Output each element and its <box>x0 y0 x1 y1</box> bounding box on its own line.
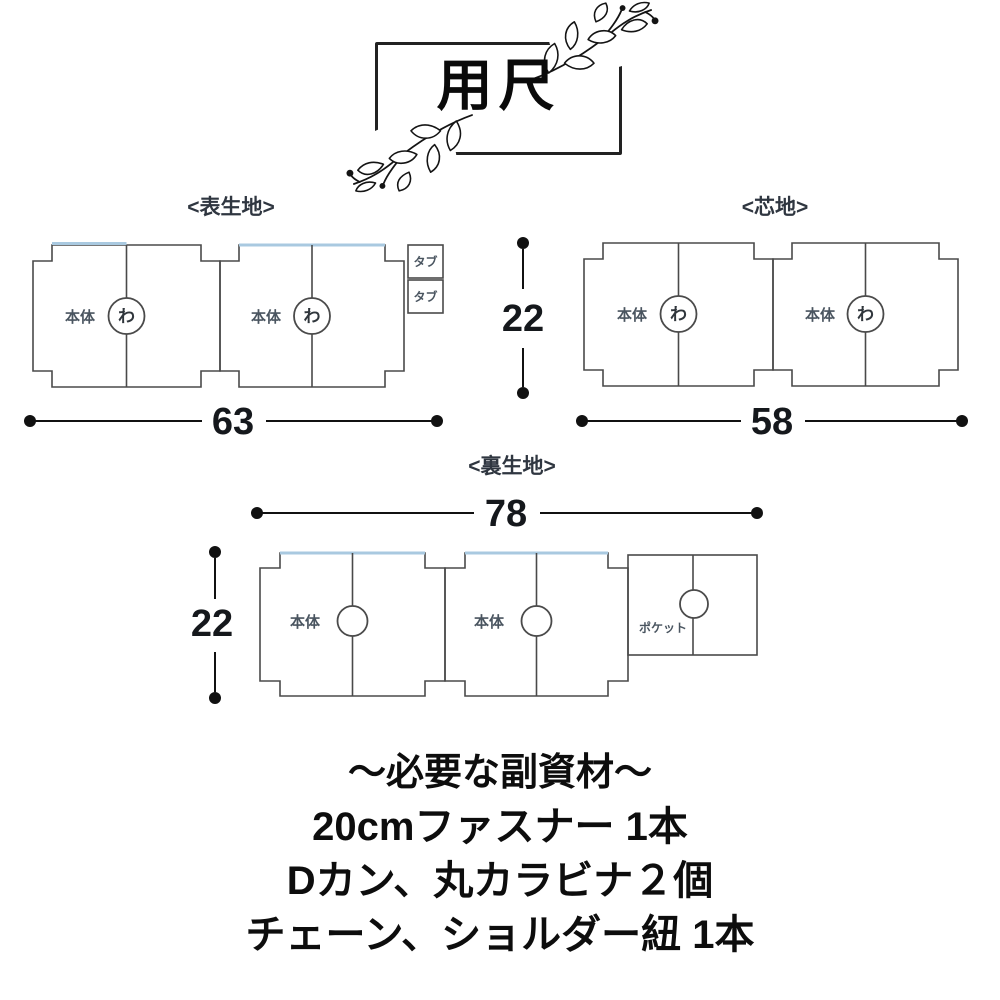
materials-heading: 〜必要な副資材〜 <box>347 752 652 794</box>
materials-section: 〜必要な副資材〜 20cmファスナー 1本 Dカン、丸カラビナ２個 チェーン、シ… <box>0 746 1000 962</box>
dimension-ura-width: 78 <box>251 493 763 535</box>
berries <box>346 169 386 189</box>
dimension-omote-height: 22 <box>502 237 544 399</box>
fold-mark-circle <box>659 295 698 333</box>
materials-item: Dカン、丸カラビナ２個 <box>286 859 714 903</box>
section-ura-label: <裏生地> <box>468 454 556 478</box>
dimension-endpoint-dot <box>517 387 529 399</box>
piece-label-tab: タブ <box>413 289 437 304</box>
piece-label-body: 本体 <box>251 308 282 326</box>
piece-label-body: 本体 <box>805 306 836 324</box>
piece-ura-body-2: 本体 <box>444 551 629 697</box>
piece-tab-1: タブ <box>407 244 444 279</box>
fold-mark-circle <box>520 605 553 637</box>
fold-mark-label: わ <box>304 307 321 326</box>
fold-mark-label: わ <box>670 305 687 324</box>
piece-label-pocket: ポケット <box>639 620 687 635</box>
page-title: 用尺 <box>436 54 561 117</box>
leaves <box>355 120 462 193</box>
materials-item: チェーン、ショルダー紐 1本 <box>245 913 755 957</box>
section-ura: <裏生地> 78 22 本体 <box>191 454 763 704</box>
fold-mark-circle <box>679 589 709 619</box>
dimension-endpoint-dot <box>209 692 221 704</box>
piece-label-body: 本体 <box>290 613 321 631</box>
piece-outline <box>259 552 446 697</box>
fold-mark-circle <box>846 295 885 333</box>
piece-outline <box>407 279 444 314</box>
piece-ura-body-1: 本体 <box>259 551 446 697</box>
dimension-ura-height: 22 <box>191 546 233 704</box>
dimension-value: 63 <box>212 401 254 443</box>
piece-shin-body-1: わ 本体 <box>583 242 774 387</box>
materials-item: 20cmファスナー 1本 <box>312 805 688 849</box>
dimension-endpoint-dot <box>209 546 221 558</box>
fold-mark-circle <box>107 297 146 335</box>
fold-mark-label: わ <box>857 305 874 324</box>
dimension-omote-width: 63 <box>24 401 443 443</box>
piece-outline <box>219 244 405 388</box>
dimension-endpoint-dot <box>517 237 529 249</box>
dimension-value: 22 <box>502 298 544 340</box>
piece-pocket: ポケット <box>627 554 758 656</box>
fold-mark-label: わ <box>118 307 135 326</box>
piece-label-body: 本体 <box>65 308 96 326</box>
section-omote: <表生地> わ 本体 わ 本体 タブ <box>24 195 444 443</box>
section-shin: <芯地> わ 本体 わ 本体 58 <box>576 195 968 443</box>
dimension-value: 22 <box>191 603 233 645</box>
dimension-value: 78 <box>485 493 527 535</box>
piece-omote-body-2: わ 本体 <box>219 243 405 388</box>
piece-label-tab: タブ <box>413 254 437 269</box>
piece-shin-body-2: わ 本体 <box>772 242 959 387</box>
berries <box>619 5 659 25</box>
leaves <box>543 1 650 74</box>
dimension-shin-width: 58 <box>576 401 968 443</box>
title-frame <box>375 42 622 155</box>
dimension-value: 58 <box>751 401 793 443</box>
section-shin-label: <芯地> <box>742 195 809 219</box>
piece-tab-2: タブ <box>407 279 444 314</box>
piece-outline <box>407 244 444 279</box>
piece-omote-body-1: わ 本体 <box>32 242 221 388</box>
piece-outline <box>444 552 629 697</box>
piece-outline <box>583 242 774 387</box>
fold-mark-circle <box>293 297 331 335</box>
piece-label-body: 本体 <box>474 613 505 631</box>
piece-outline <box>772 242 959 387</box>
leaf-decoration-top-right-icon <box>532 1 659 80</box>
section-omote-label: <表生地> <box>187 195 275 219</box>
piece-label-body: 本体 <box>617 306 648 324</box>
leaf-decoration-bottom-left-icon <box>346 114 473 193</box>
fold-mark-circle <box>336 605 369 637</box>
piece-outline <box>32 244 221 388</box>
